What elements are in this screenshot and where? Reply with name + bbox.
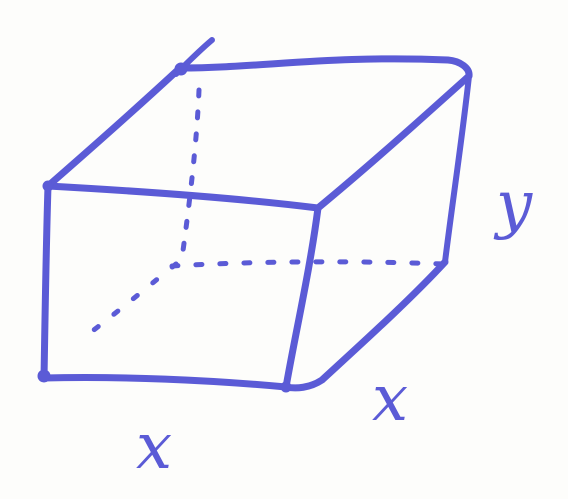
corner-dot (174, 62, 188, 76)
corner-dot (42, 180, 54, 192)
front-face-bottom-edge (40, 373, 290, 391)
front-face-right-edge (282, 204, 322, 391)
depth-label: x (372, 362, 408, 436)
top-face-right-edge (314, 72, 473, 212)
front-face-left-edge (40, 182, 52, 382)
hidden-depth-edge (83, 261, 179, 339)
right-face-bottom-edge (282, 258, 449, 392)
top-face-back-left-edge (44, 64, 184, 190)
hidden-vertical-edge (179, 87, 202, 261)
right-face-back-edge (442, 73, 472, 265)
top-face-back-edge (176, 55, 473, 80)
corner-dot (280, 381, 292, 393)
width-label: x (136, 410, 172, 484)
corner-dot (37, 369, 51, 383)
front-face-top-edge (44, 182, 322, 212)
height-label: y (493, 168, 533, 242)
hidden-back-bottom-edge (169, 259, 447, 269)
